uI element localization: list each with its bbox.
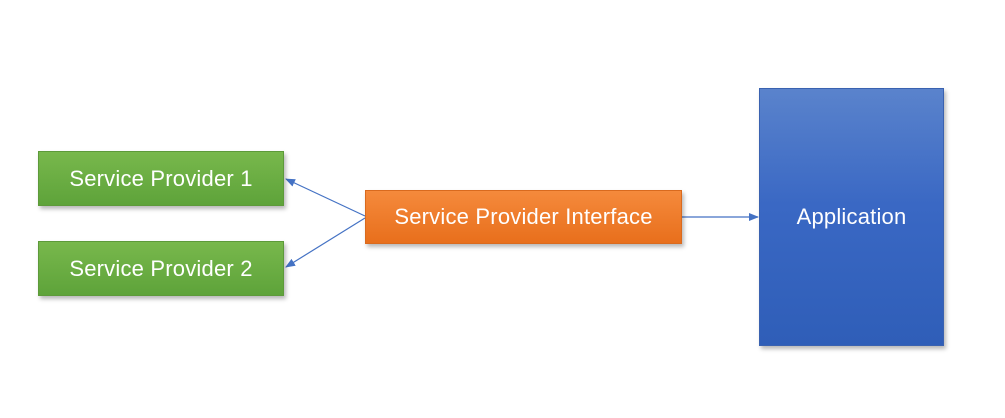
application-box: Application bbox=[759, 88, 944, 346]
arrow-interface-to-provider-1 bbox=[285, 178, 366, 217]
service-provider-interface-box: Service Provider Interface bbox=[365, 190, 682, 244]
service-provider-interface-label: Service Provider Interface bbox=[394, 204, 653, 229]
service-provider-1-box: Service Provider 1 bbox=[38, 151, 284, 206]
service-provider-2-box: Service Provider 2 bbox=[38, 241, 284, 296]
arrow-interface-to-provider-2 bbox=[285, 217, 366, 268]
service-provider-2-label: Service Provider 2 bbox=[69, 255, 253, 281]
service-provider-1-label: Service Provider 1 bbox=[69, 165, 253, 191]
application-label: Application bbox=[796, 204, 907, 229]
